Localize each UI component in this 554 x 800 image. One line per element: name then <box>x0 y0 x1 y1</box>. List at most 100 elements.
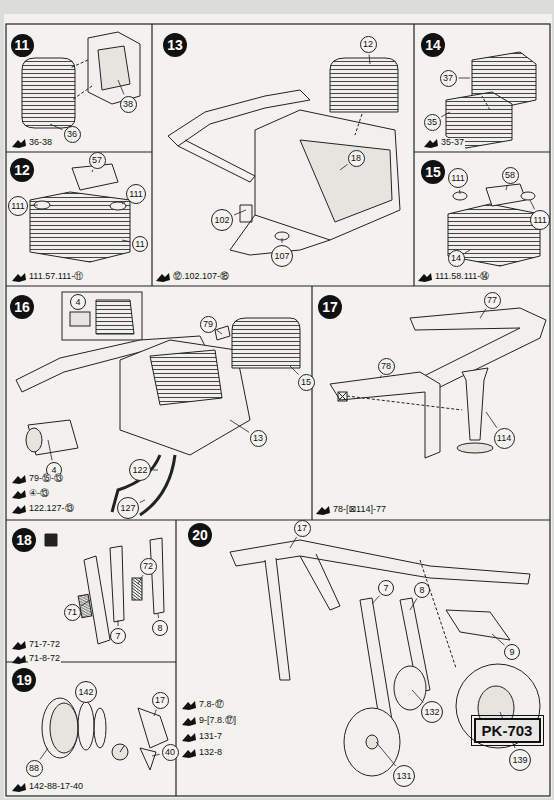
node-text: 58 <box>505 171 515 180</box>
leader-line <box>372 596 379 604</box>
hand-icon <box>12 655 26 664</box>
assembly-sequence: ④-⑬ <box>28 489 50 499</box>
drawing-stroke <box>45 534 57 546</box>
assembly-sequence: 78-[⊠114]-77 <box>332 505 387 515</box>
drawing-stroke <box>50 703 78 753</box>
hand-icon <box>424 139 438 148</box>
assembly-sequence: 7.8-⑰ <box>198 700 225 710</box>
callout-number: 58 <box>502 167 519 184</box>
drawing-stroke <box>70 312 90 326</box>
hand-icon <box>12 641 26 650</box>
leader-line <box>230 420 249 432</box>
callout-number: 142 <box>75 681 97 703</box>
assembly-sequence: 9-[7.8.⑰] <box>198 716 237 726</box>
node-text: 17 <box>297 524 307 533</box>
leader-line <box>506 185 507 190</box>
assembly-sequence: 132-8 <box>198 748 223 758</box>
callout-number: 111 <box>126 184 146 204</box>
hand-icon <box>182 701 196 710</box>
drawing-stroke <box>240 205 252 222</box>
node-text: 13 <box>253 434 263 443</box>
hand-icon <box>182 717 196 726</box>
node-text: 132 <box>424 708 439 717</box>
leader-line <box>234 210 246 215</box>
drawing-stroke <box>265 558 290 680</box>
callout-number: 72 <box>140 558 157 575</box>
node-text: 57 <box>92 156 102 165</box>
node-text: 35 <box>427 118 437 127</box>
leader-line <box>140 500 145 502</box>
node-text: 40 <box>165 748 175 757</box>
hand-icon <box>418 273 432 282</box>
callout-number: 131 <box>393 765 415 787</box>
callout-number: 139 <box>509 749 531 771</box>
leader-lines <box>30 54 535 766</box>
callout-number: 8 <box>414 582 430 598</box>
drawing-stroke <box>150 538 164 614</box>
step-number: 16 <box>10 295 34 319</box>
callout-number: 35 <box>424 114 441 131</box>
step-number: 17 <box>318 295 342 319</box>
kit-number-badge: PK-703 <box>474 718 541 743</box>
node-text: 19 <box>16 673 32 687</box>
drawing-stroke <box>330 58 398 112</box>
leader-line <box>441 112 450 117</box>
drawing-stroke <box>150 350 222 405</box>
leader-line <box>376 742 396 766</box>
leader-line <box>81 600 90 606</box>
node-text: 17 <box>155 696 165 705</box>
node-text: 11 <box>135 240 144 249</box>
node-text: 12 <box>363 40 373 49</box>
callout-number: 14 <box>448 250 465 267</box>
leader-line <box>340 164 348 170</box>
drawing-stroke <box>70 60 88 68</box>
step-number: 15 <box>421 160 445 184</box>
node-text: 71 <box>67 608 77 617</box>
callout-number: 107 <box>271 245 293 267</box>
node-text: 14 <box>425 38 441 52</box>
node-text: 11 <box>15 38 30 52</box>
leader-line <box>158 614 160 618</box>
callout-number: 8 <box>152 620 168 636</box>
node-text: 131 <box>396 772 411 781</box>
drawing-stroke <box>355 114 362 135</box>
leader-line <box>282 238 283 243</box>
hand-icon <box>12 490 26 499</box>
drawing-stroke <box>232 318 300 368</box>
callout-number: 15 <box>298 374 315 391</box>
assembly-sequence: 35-37 <box>440 138 465 148</box>
assembly-sequence: 131-7 <box>198 732 223 742</box>
node-text: 8 <box>157 624 162 633</box>
hand-icon <box>182 749 196 758</box>
node-text: 12 <box>14 163 30 177</box>
node-text: 4 <box>75 298 80 307</box>
leader-line <box>290 537 297 548</box>
node-text: PK-703 <box>482 723 533 738</box>
drawing-stroke <box>132 578 142 600</box>
drawing-stroke <box>94 708 106 748</box>
drawing-stroke <box>215 326 230 340</box>
callout-number: 77 <box>484 292 501 309</box>
hand-icon <box>12 139 26 148</box>
hand-icon <box>182 733 196 742</box>
leader-line <box>152 754 160 756</box>
callout-number: 132 <box>421 701 443 723</box>
step-number: 18 <box>12 528 36 552</box>
node-text: 122 <box>132 466 147 475</box>
drawing-stroke <box>62 292 142 340</box>
node-text: 8 <box>419 586 424 595</box>
drawing-stroke <box>96 300 134 334</box>
drawing-stroke <box>140 748 156 770</box>
hand-icon <box>12 505 26 514</box>
leader-line <box>50 124 62 130</box>
node-text: 79 <box>203 320 213 329</box>
leader-line <box>480 309 486 318</box>
hand-icon <box>12 475 26 484</box>
node-text: 77 <box>487 296 497 305</box>
hand-icon <box>156 273 170 282</box>
leader-line <box>486 412 497 428</box>
drawing-stroke <box>414 151 550 152</box>
step-number: 14 <box>421 33 445 57</box>
node-text: 18 <box>351 154 361 163</box>
